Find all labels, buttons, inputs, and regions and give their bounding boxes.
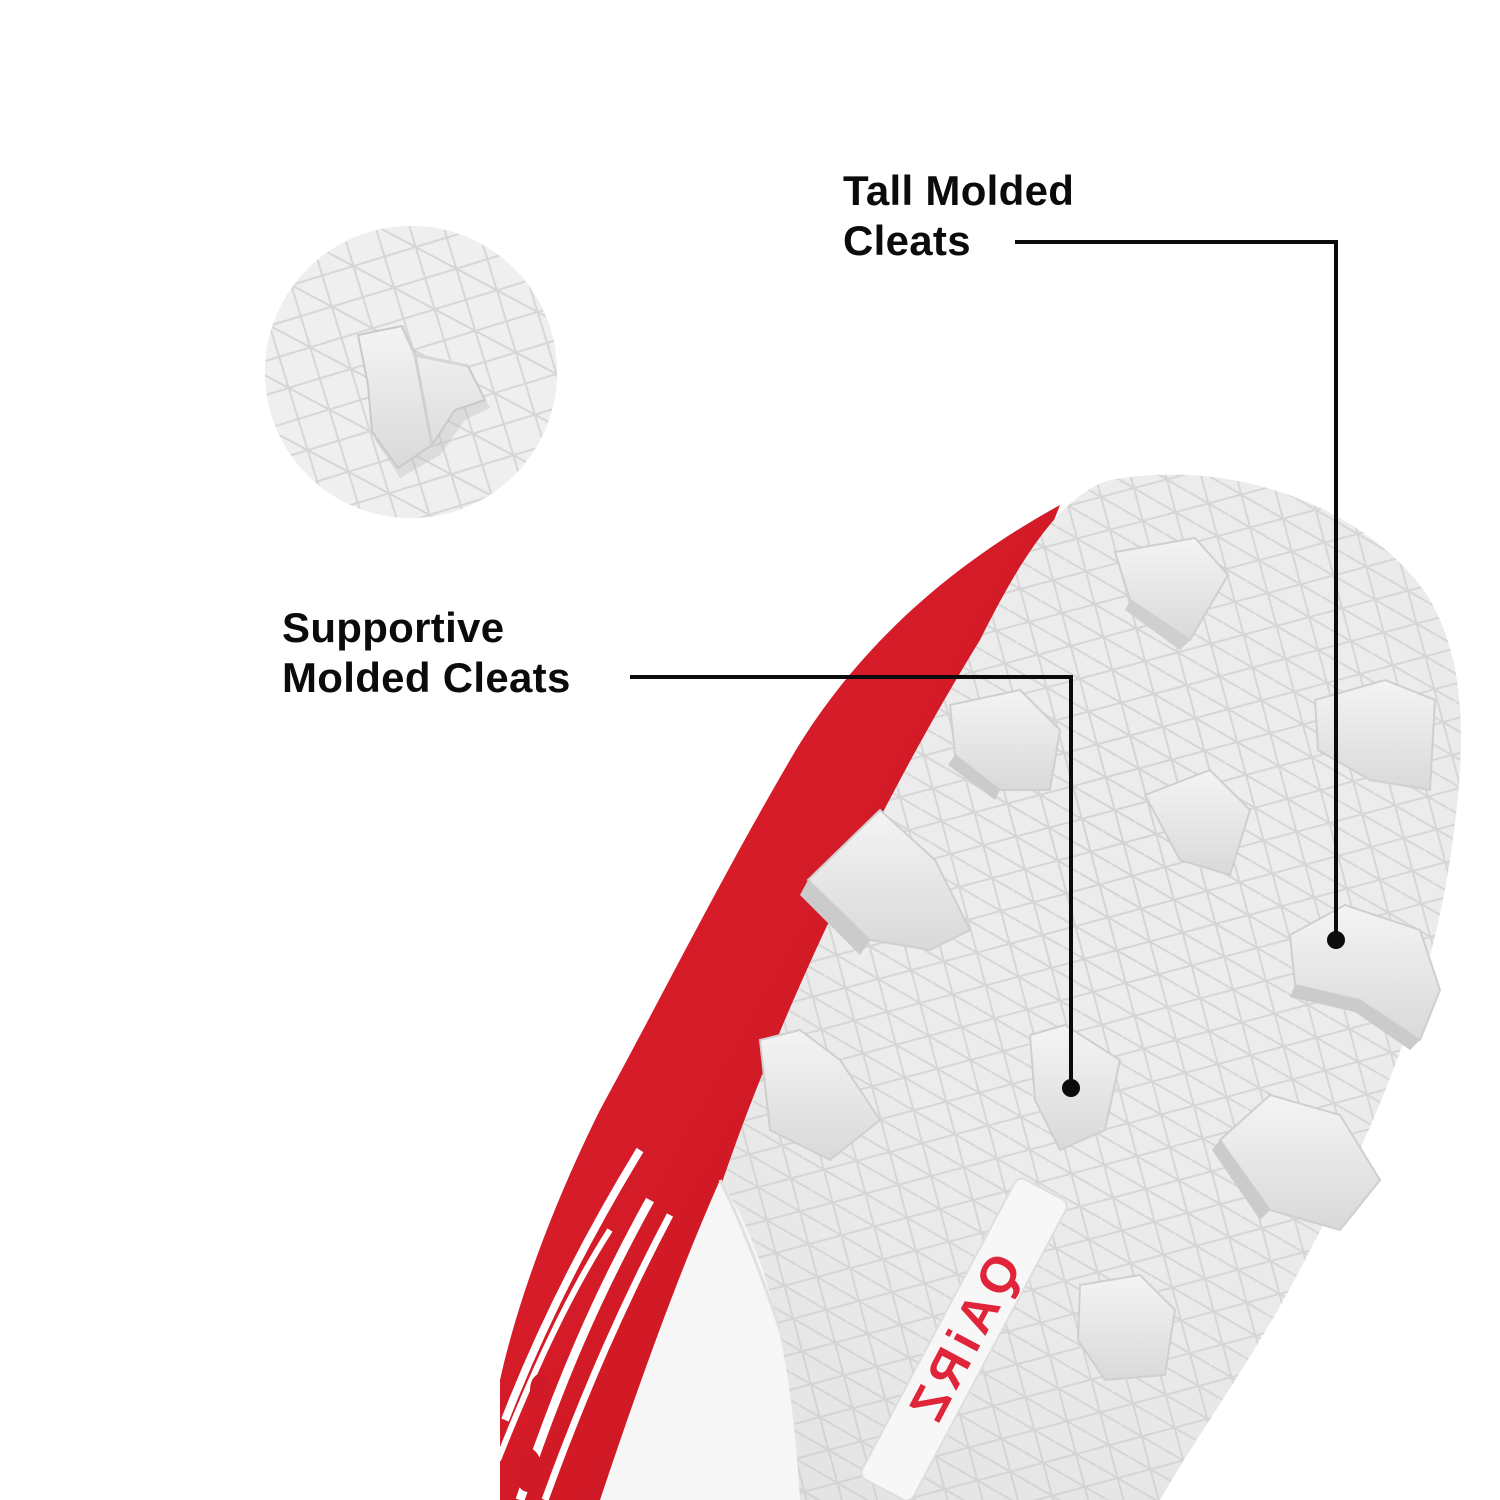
cleat-stud	[1143, 768, 1252, 877]
cleat-stud	[1212, 1093, 1382, 1232]
callout-label-supportive-molded-cleats: Supportive Molded Cleats	[282, 603, 571, 703]
cleat-stud	[1113, 536, 1230, 650]
callout-label-line: Molded Cleats	[282, 654, 571, 701]
cleat-studs	[758, 536, 1442, 1382]
cleat-stud	[758, 1028, 882, 1162]
callout-line-tall	[1015, 240, 1338, 940]
callout-label-tall-molded-cleats: Tall Molded Cleats	[843, 166, 1074, 266]
cleat-stud	[1076, 1273, 1177, 1382]
shoe-sole	[600, 474, 1461, 1500]
callout-line-supportive	[630, 675, 1073, 1088]
cleat-stud	[1313, 678, 1437, 792]
callout-label-line: Cleats	[843, 217, 971, 264]
callout-label-line: Supportive	[282, 604, 505, 651]
cleat-stud	[948, 688, 1062, 800]
cleat-stud	[800, 808, 972, 955]
callout-dot-tall	[1327, 931, 1345, 949]
callout-dot-supportive	[1062, 1079, 1080, 1097]
callout-label-line: Tall Molded	[843, 167, 1075, 214]
callout-lines	[630, 240, 1338, 1088]
cleat-closeup-inset	[265, 226, 557, 518]
